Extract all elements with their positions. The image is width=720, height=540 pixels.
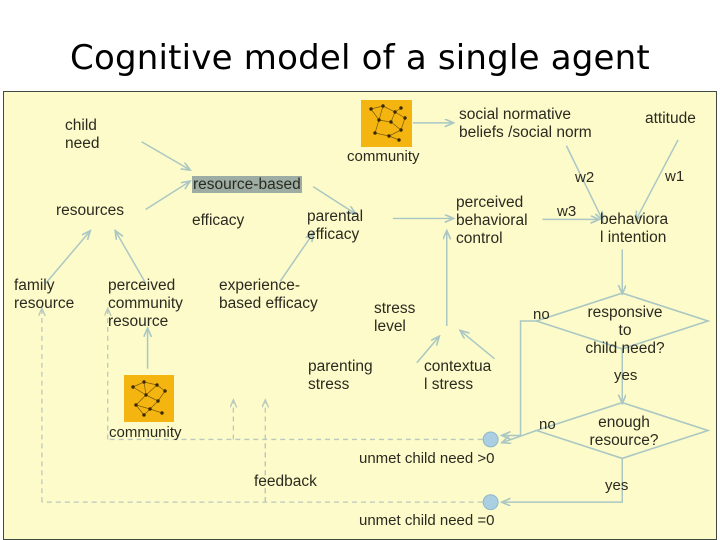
diagram-connectors bbox=[4, 92, 711, 511]
node-perceived-community-resource: perceived community resource bbox=[108, 277, 183, 330]
node-attitude: attitude bbox=[645, 110, 696, 127]
node-social-normative-beliefs: social normative beliefs /social norm bbox=[459, 106, 592, 141]
page-title: Cognitive model of a single agent bbox=[70, 38, 650, 78]
community-icon-top bbox=[361, 100, 412, 147]
edge-label-yes-responsive: yes bbox=[614, 367, 638, 384]
edge-label-w1: w1 bbox=[665, 168, 685, 185]
edge-label-w2: w2 bbox=[575, 169, 595, 186]
node-resource-based-efficacy: resource-based efficacy bbox=[192, 158, 302, 230]
decision-responsive-to-child-need[interactable]: responsive to child need? bbox=[585, 304, 665, 357]
node-unmet-child-need-gt0: unmet child need >0 bbox=[359, 450, 495, 467]
edge-label-no-enough: no bbox=[539, 416, 556, 433]
node-contextual-stress: contextua l stress bbox=[424, 358, 492, 393]
resource-based-efficacy-rest: efficacy bbox=[192, 212, 245, 229]
node-child-need: child need bbox=[65, 117, 100, 152]
community-top-label: community bbox=[347, 148, 420, 165]
decision-enough-resource[interactable]: enough resource? bbox=[589, 414, 659, 449]
node-feedback: feedback bbox=[254, 473, 317, 490]
node-unmet-child-need-eq0: unmet child need =0 bbox=[359, 512, 495, 529]
resource-based-highlight: resource-based bbox=[192, 176, 302, 193]
community-bottom-label: community bbox=[109, 424, 182, 441]
node-parenting-stress: parenting stress bbox=[308, 358, 373, 393]
node-resources: resources bbox=[56, 202, 125, 219]
edge-label-w3: w3 bbox=[557, 203, 577, 220]
node-stress-level: stress level bbox=[374, 300, 416, 335]
network-graph-icon bbox=[131, 380, 167, 417]
edge-label-no-responsive: no bbox=[533, 306, 550, 323]
network-graph-icon bbox=[369, 104, 407, 142]
node-parental-efficacy: parental efficacy bbox=[307, 208, 364, 243]
node-family-resource: family resource bbox=[14, 277, 75, 312]
diagram-canvas: community bbox=[3, 91, 717, 540]
node-experience-based-efficacy: experience- based efficacy bbox=[219, 277, 318, 312]
community-icon-bottom bbox=[124, 375, 174, 422]
edge-label-yes-enough: yes bbox=[605, 477, 629, 494]
node-behavioral-intention: behaviora l intention bbox=[600, 211, 669, 246]
node-perceived-behavioral-control: perceived behavioral control bbox=[456, 194, 528, 247]
